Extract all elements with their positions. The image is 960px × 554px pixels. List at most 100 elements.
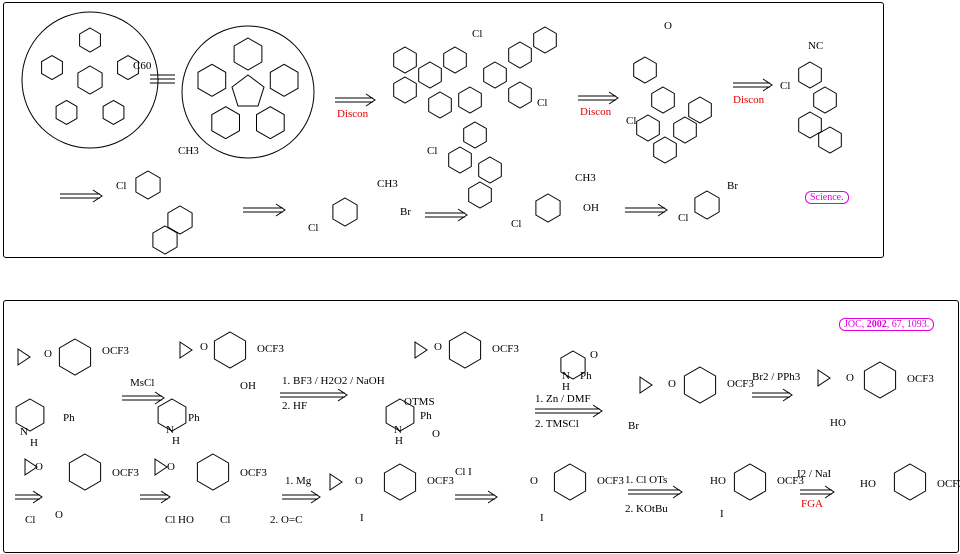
cl-label: Cl <box>511 218 522 230</box>
atom-label-i: I <box>360 512 364 524</box>
retro-arrow-head <box>310 490 321 504</box>
atom-label-cl: Cl <box>25 514 36 526</box>
benzene-ring <box>673 116 697 144</box>
benzene-ring <box>196 453 230 491</box>
joc-reference-badge: JOC, 2002, 67, 1093. <box>839 318 935 331</box>
fullerene-c80 <box>21 11 159 149</box>
year: 2002 <box>866 319 887 330</box>
atom-label-ho: HO <box>830 417 846 429</box>
benzene-ring <box>533 26 557 54</box>
c60-label: C60 <box>133 60 152 72</box>
bottom-scheme-panel <box>3 300 959 553</box>
atom-label-o: O <box>200 341 208 353</box>
benzene-ring <box>535 193 561 223</box>
benzene-ring <box>443 46 467 74</box>
atom-label-otms: OTMS <box>404 396 435 408</box>
benzene-ring <box>418 61 442 89</box>
atom-label-ho: HO <box>860 478 876 490</box>
benzene-ring <box>893 463 927 501</box>
retro-arrow-head <box>762 78 773 92</box>
benzene-ring <box>77 65 103 95</box>
science-reference-badge: Science. <box>805 191 849 204</box>
cl-label: Cl <box>678 212 689 224</box>
benzene-ring <box>818 126 842 154</box>
benzene-ring <box>385 398 415 432</box>
atom-label-h: H <box>172 435 180 447</box>
benzene-ring <box>653 136 677 164</box>
cyclopropyl-ring <box>24 458 38 476</box>
atom-label-o: O <box>44 348 52 360</box>
retro-arrow-head <box>657 203 668 217</box>
benzene-ring <box>152 225 178 255</box>
atom-label-ph: Ph <box>63 412 75 424</box>
cyclopropyl-ring <box>817 369 831 387</box>
reagent-chloroiodomethane: Cl I <box>455 466 472 478</box>
top-scheme-panel <box>3 2 884 258</box>
benzene-ring <box>393 76 417 104</box>
benzene-ring <box>55 99 78 125</box>
atom-label-o: O <box>530 475 538 487</box>
reagent-br2-pph3: Br2 / PPh3 <box>752 371 801 383</box>
reagent-step2: 2. TMSCl <box>535 418 579 430</box>
benzene-ring <box>383 463 417 501</box>
atom-label-o: O <box>432 428 440 440</box>
atom-label-ph: Ph <box>188 412 200 424</box>
atom-label-n: N <box>394 424 402 436</box>
atom-label-n: N <box>562 370 570 382</box>
cyclopropyl-ring <box>329 473 343 491</box>
retro-arrow-head <box>92 189 103 203</box>
retro-arrow-head <box>154 391 165 405</box>
reagent-step2: 2. O=C <box>270 514 303 526</box>
pentagon <box>231 74 265 107</box>
benzene-ring <box>213 331 247 369</box>
retro-arrow-head <box>160 490 171 504</box>
fullerene-c60 <box>181 25 315 159</box>
benzene-ring <box>468 181 492 209</box>
atom-label-o: O <box>167 461 175 473</box>
fga-label: FGA <box>801 498 824 510</box>
benzene-ring <box>553 463 587 501</box>
retro-arrow-head <box>592 404 603 418</box>
retro-arrow-head <box>672 485 683 499</box>
atom-label-br: Br <box>628 420 639 432</box>
atom-label-ocf3: OCF3 <box>907 373 934 385</box>
benzene-ring <box>41 55 63 81</box>
atom-label-cl: Cl <box>220 514 231 526</box>
cl-label: Cl <box>427 145 438 157</box>
cl-label: Cl <box>537 97 548 109</box>
benzene-ring <box>211 106 240 140</box>
atom-label-cl: Cl <box>165 514 176 526</box>
benzene-ring <box>197 63 227 97</box>
cl-label: Cl <box>626 115 637 127</box>
reagent-mscl: MsCl <box>130 377 155 389</box>
benzene-ring <box>478 156 502 184</box>
benzene-ring <box>233 37 263 71</box>
cl-label: Cl <box>308 222 319 234</box>
reagent-step2: 2. KOtBu <box>625 503 668 515</box>
benzene-ring <box>269 63 299 97</box>
o-label: O <box>664 20 672 32</box>
atom-label-ocf3: OCF3 <box>427 475 454 487</box>
atom-label-ocf3: OCF3 <box>240 467 267 479</box>
reagent-step1: 1. BF3 / H2O2 / NaOH <box>282 375 385 387</box>
reagent-step1: 1. Cl OTs <box>625 474 668 486</box>
retro-arrow-head <box>32 490 43 504</box>
atom-label-h: H <box>395 435 403 447</box>
benzene-ring <box>256 106 285 140</box>
benzene-ring <box>167 205 193 235</box>
retro-arrow-head <box>824 485 835 499</box>
benzene-ring <box>68 453 102 491</box>
benzene-ring <box>117 55 139 81</box>
retro-arrow-head <box>487 490 498 504</box>
retro-arrow-head <box>457 208 468 222</box>
atom-label-h: H <box>30 437 38 449</box>
atom-label-n: N <box>20 426 28 438</box>
benzene-ring <box>798 111 822 139</box>
nc-label: NC <box>808 40 824 52</box>
atom-label-i: I <box>540 512 544 524</box>
benzene-ring <box>633 56 657 84</box>
atom-label-o: O <box>590 349 598 361</box>
benzene-ring <box>694 190 720 220</box>
atom-label-h: H <box>562 381 570 393</box>
